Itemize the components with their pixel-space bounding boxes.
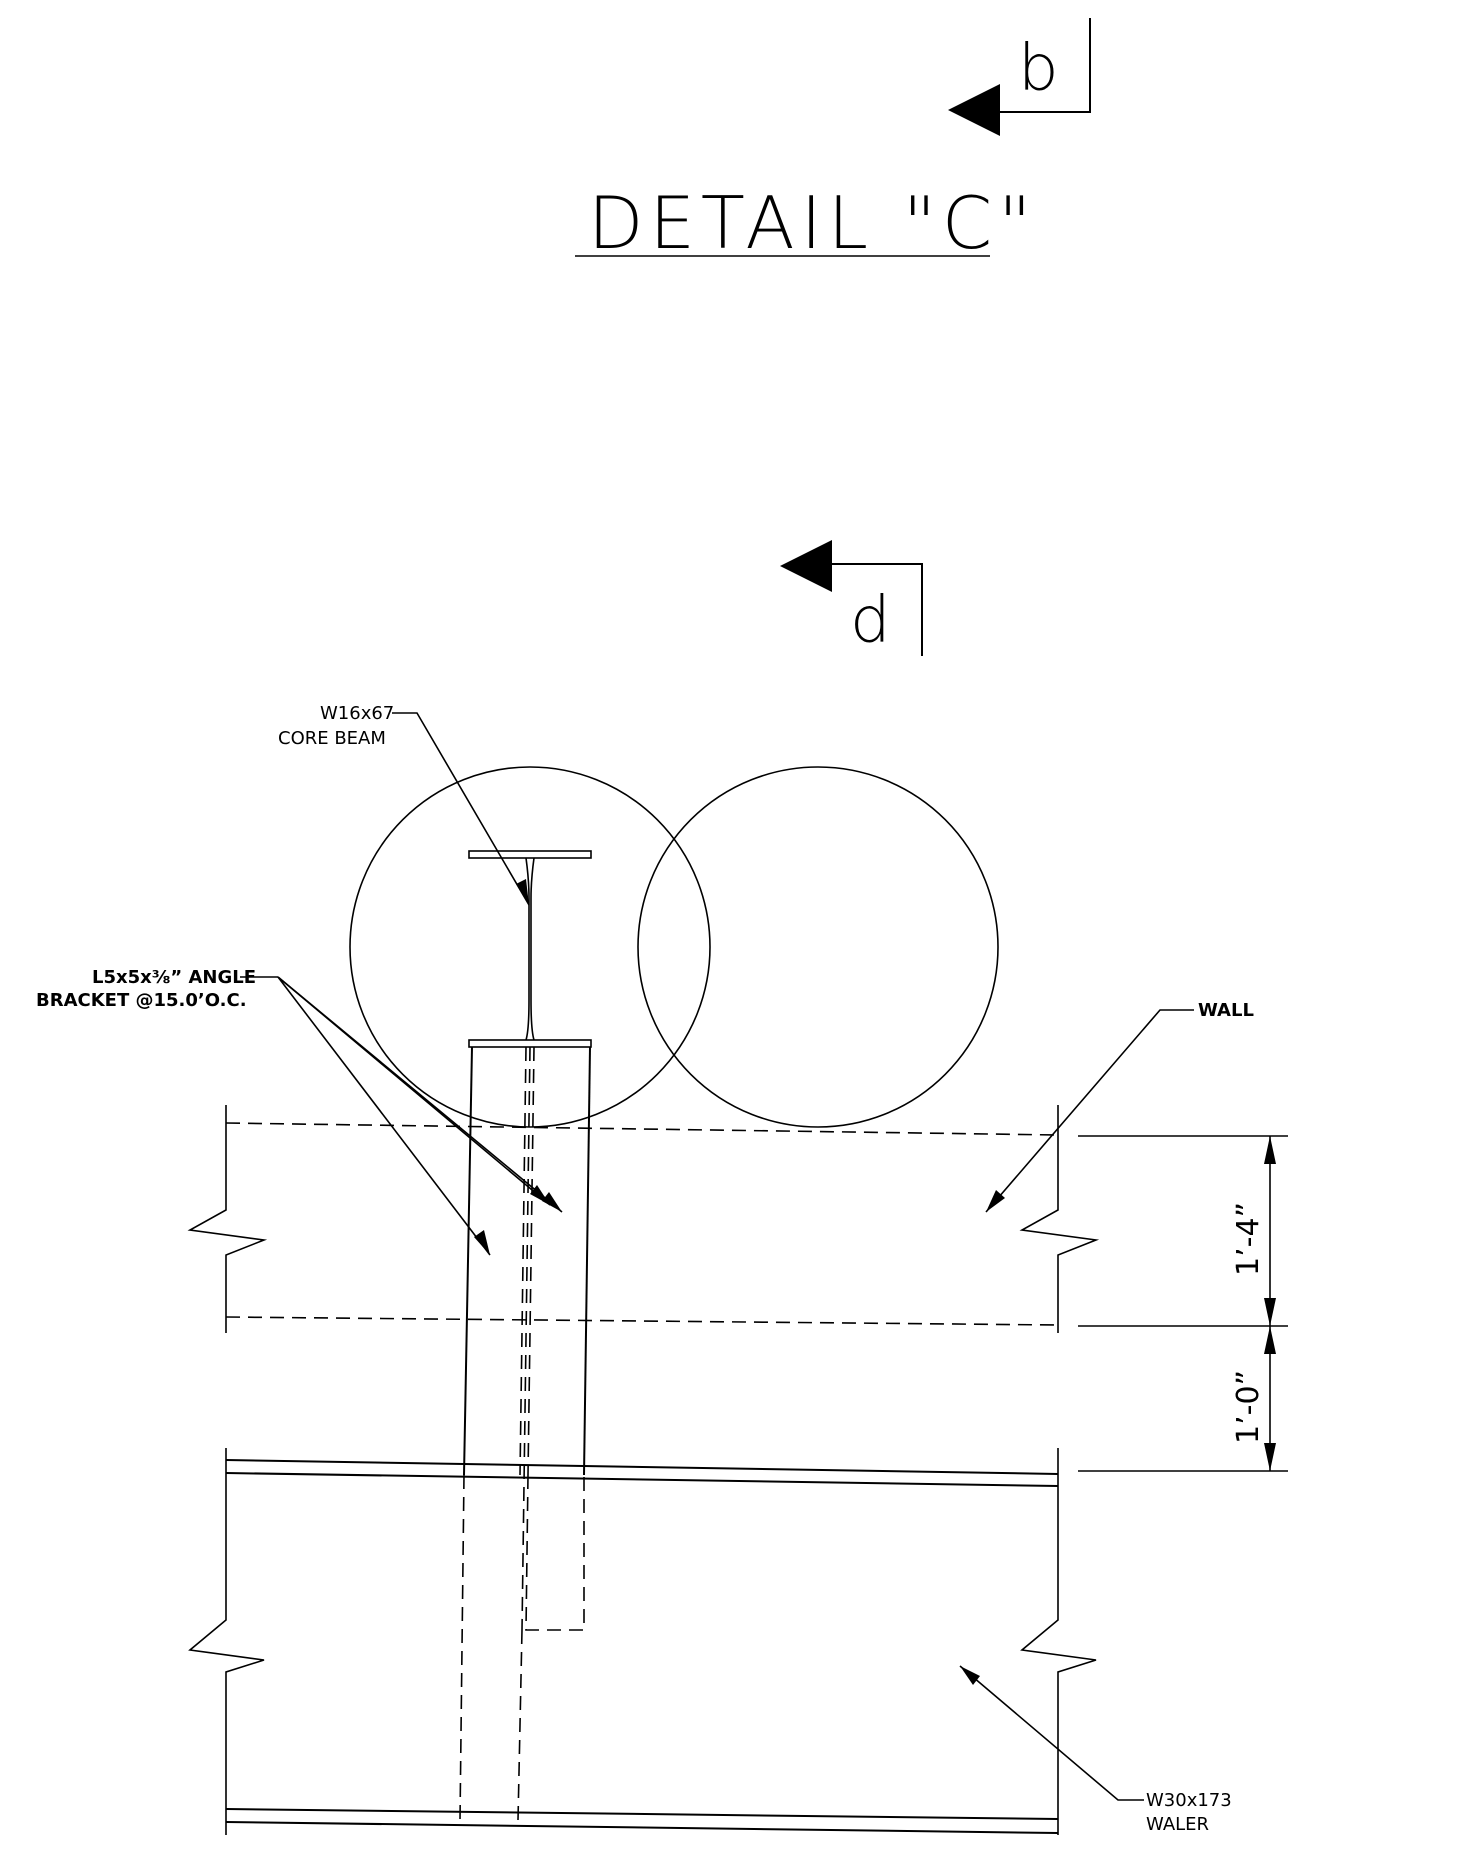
wall-label: WALL <box>1198 1000 1254 1021</box>
pile-circle-right <box>637 766 999 1128</box>
angle-bracket-label-line2: BRACKET @15.0’O.C. <box>36 990 247 1011</box>
dimension-block: 1’-4” 1’-0” <box>1078 1135 1288 1472</box>
detail-title-block: DETAIL "C" <box>575 181 1037 265</box>
waler-section <box>188 1448 1097 1835</box>
core-beam-section <box>468 850 592 1048</box>
section-marker-b: b <box>948 18 1091 136</box>
dimension-upper: 1’-4” <box>1231 1202 1266 1276</box>
section-marker-d-label: d <box>850 584 891 658</box>
section-marker-d: d <box>780 540 923 658</box>
dimension-lower: 1’-0” <box>1231 1370 1266 1444</box>
wall-callout: WALL <box>985 1000 1254 1213</box>
angle-bracket-callout: L5x5x⅜” ANGLE BRACKET @15.0’O.C. <box>36 967 563 1256</box>
waler-label-line1: W30x173 <box>1146 1790 1232 1811</box>
wall-section <box>187 1105 1100 1333</box>
core-beam-callout: W16x67 CORE BEAM <box>278 703 530 906</box>
pile-circle-left <box>349 766 711 1128</box>
angle-bracket-label-line1: L5x5x⅜” ANGLE <box>92 967 256 988</box>
waler-callout: W30x173 WALER <box>959 1665 1232 1835</box>
waler-label-line2: WALER <box>1146 1814 1209 1835</box>
angle-bracket <box>459 1046 591 1821</box>
core-beam-label-line2: CORE BEAM <box>278 728 386 749</box>
section-marker-b-label: b <box>1018 32 1059 106</box>
core-beam-label-line1: W16x67 <box>320 703 394 724</box>
detail-title: DETAIL "C" <box>588 181 1037 265</box>
